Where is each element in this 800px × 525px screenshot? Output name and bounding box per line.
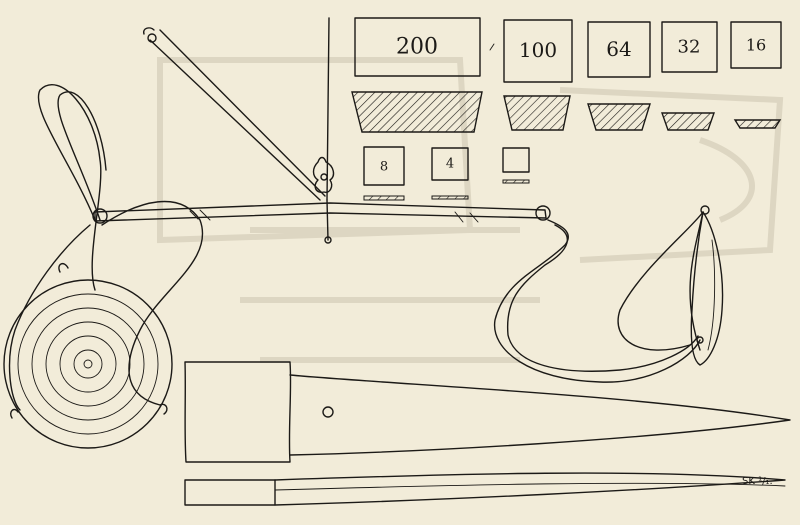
weight-label-16: 16: [746, 36, 766, 55]
weight-200: 200: [354, 17, 481, 77]
left-pan: [3, 262, 173, 449]
weight-64: 64: [587, 21, 651, 78]
weight-32: 32: [661, 21, 718, 73]
background-show-through: [157, 57, 784, 363]
artist-signature: SK ¹/₁.: [742, 476, 773, 487]
weight-profiles: [351, 91, 782, 133]
weight-label-4: 4: [446, 157, 454, 172]
weight-unlabelled: [502, 147, 530, 184]
weight-100: 100: [503, 19, 573, 83]
case-lid: [184, 472, 786, 506]
weight-label-200: 200: [396, 35, 438, 60]
weight-label-8: 8: [380, 160, 388, 175]
right-pan: [493, 205, 724, 383]
weight-8: 8: [363, 146, 405, 201]
left-pan-cords: [8, 84, 204, 411]
weight-16: 16: [730, 21, 782, 69]
weight-label-64: 64: [606, 37, 631, 61]
weight-4: 4: [431, 147, 469, 200]
weight-label-100: 100: [519, 38, 557, 62]
weight-label-32: 32: [678, 37, 701, 58]
balance-beam: [92, 17, 551, 244]
case-box: [184, 361, 791, 463]
tick-mark: [489, 43, 495, 51]
